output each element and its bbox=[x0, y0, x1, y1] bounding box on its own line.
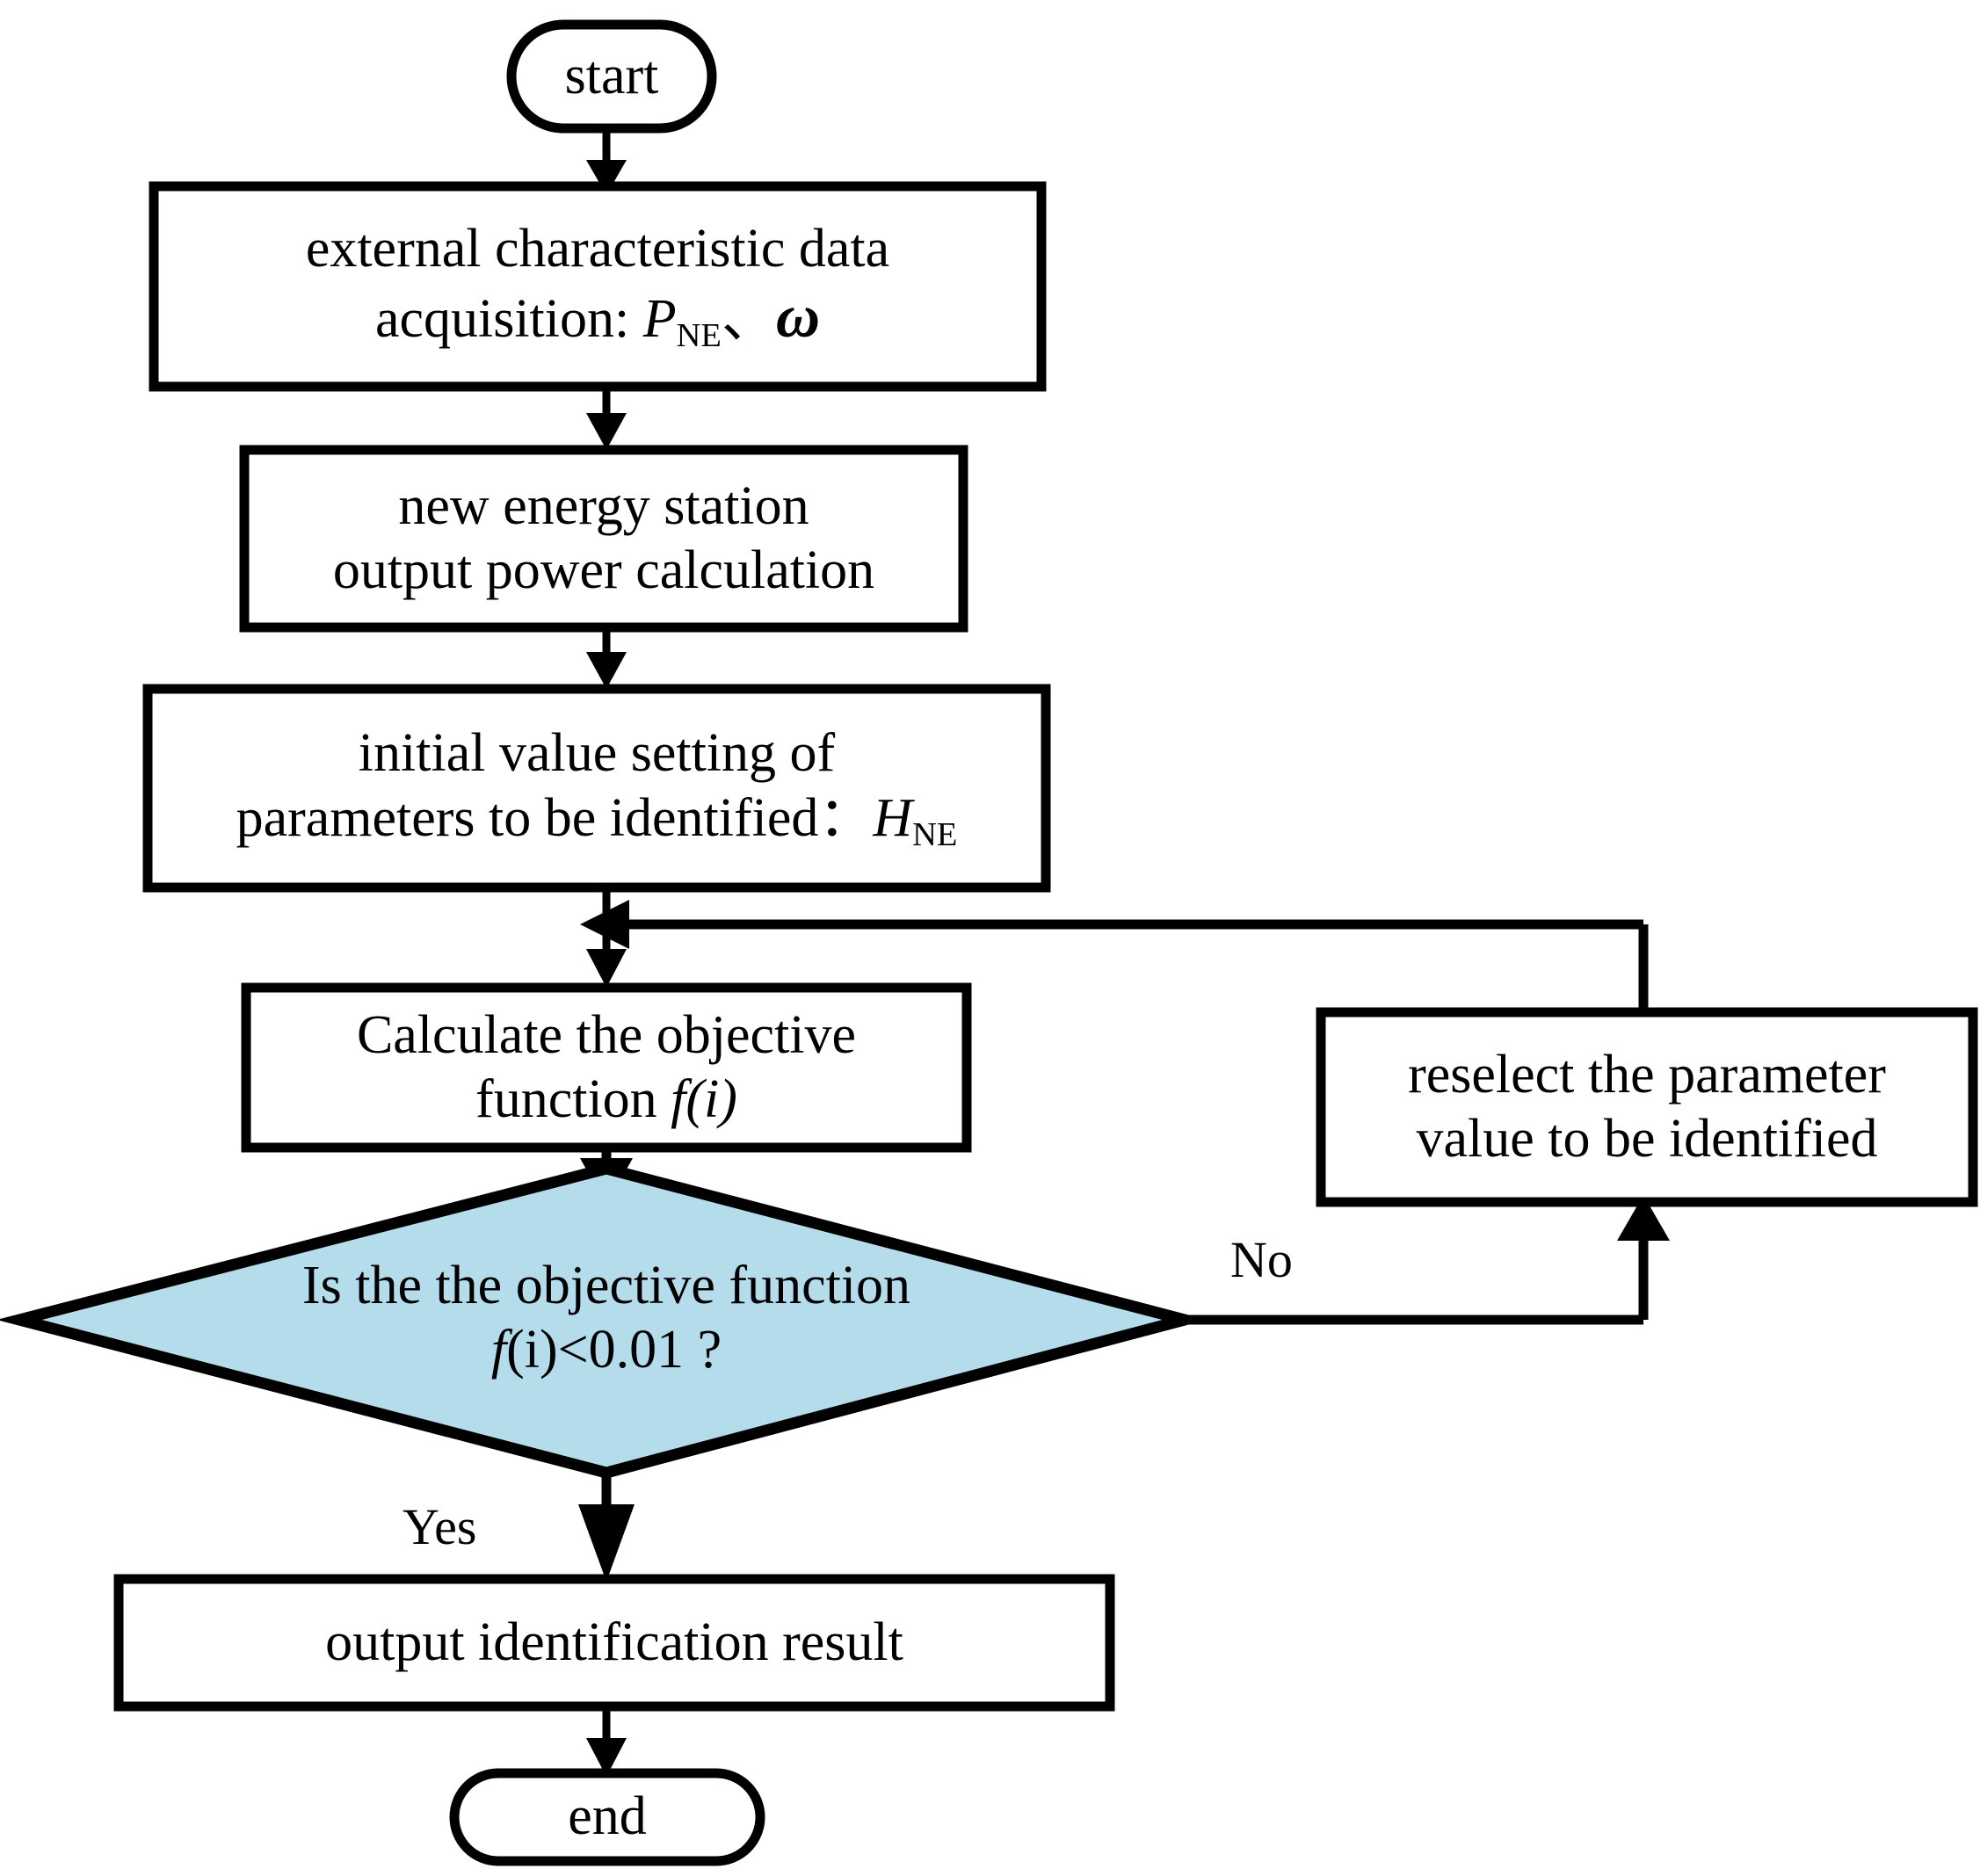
edge-decision-yes bbox=[578, 1473, 635, 1582]
node-output-result-shape[interactable] bbox=[113, 1574, 1115, 1712]
node-start-shape[interactable] bbox=[506, 19, 717, 134]
edge-decision-no bbox=[1185, 1195, 1670, 1325]
edge-output-to-end bbox=[586, 1706, 627, 1777]
node-initial-value-shape[interactable] bbox=[142, 684, 1051, 893]
node-objective-function-shape[interactable] bbox=[241, 982, 972, 1153]
node-data-acquisition-shape[interactable] bbox=[149, 181, 1047, 392]
edge-acquisition-to-power bbox=[586, 387, 627, 450]
edge-start-to-acquisition bbox=[586, 128, 627, 195]
node-end-shape[interactable] bbox=[449, 1768, 765, 1866]
node-decision-shape[interactable] bbox=[0, 1163, 1208, 1479]
node-output-power-shape[interactable] bbox=[239, 445, 968, 633]
edge-power-to-initial bbox=[586, 627, 627, 689]
edge-feedback-loop bbox=[580, 900, 1649, 1012]
node-reselect-shape[interactable] bbox=[1316, 1007, 1978, 1207]
